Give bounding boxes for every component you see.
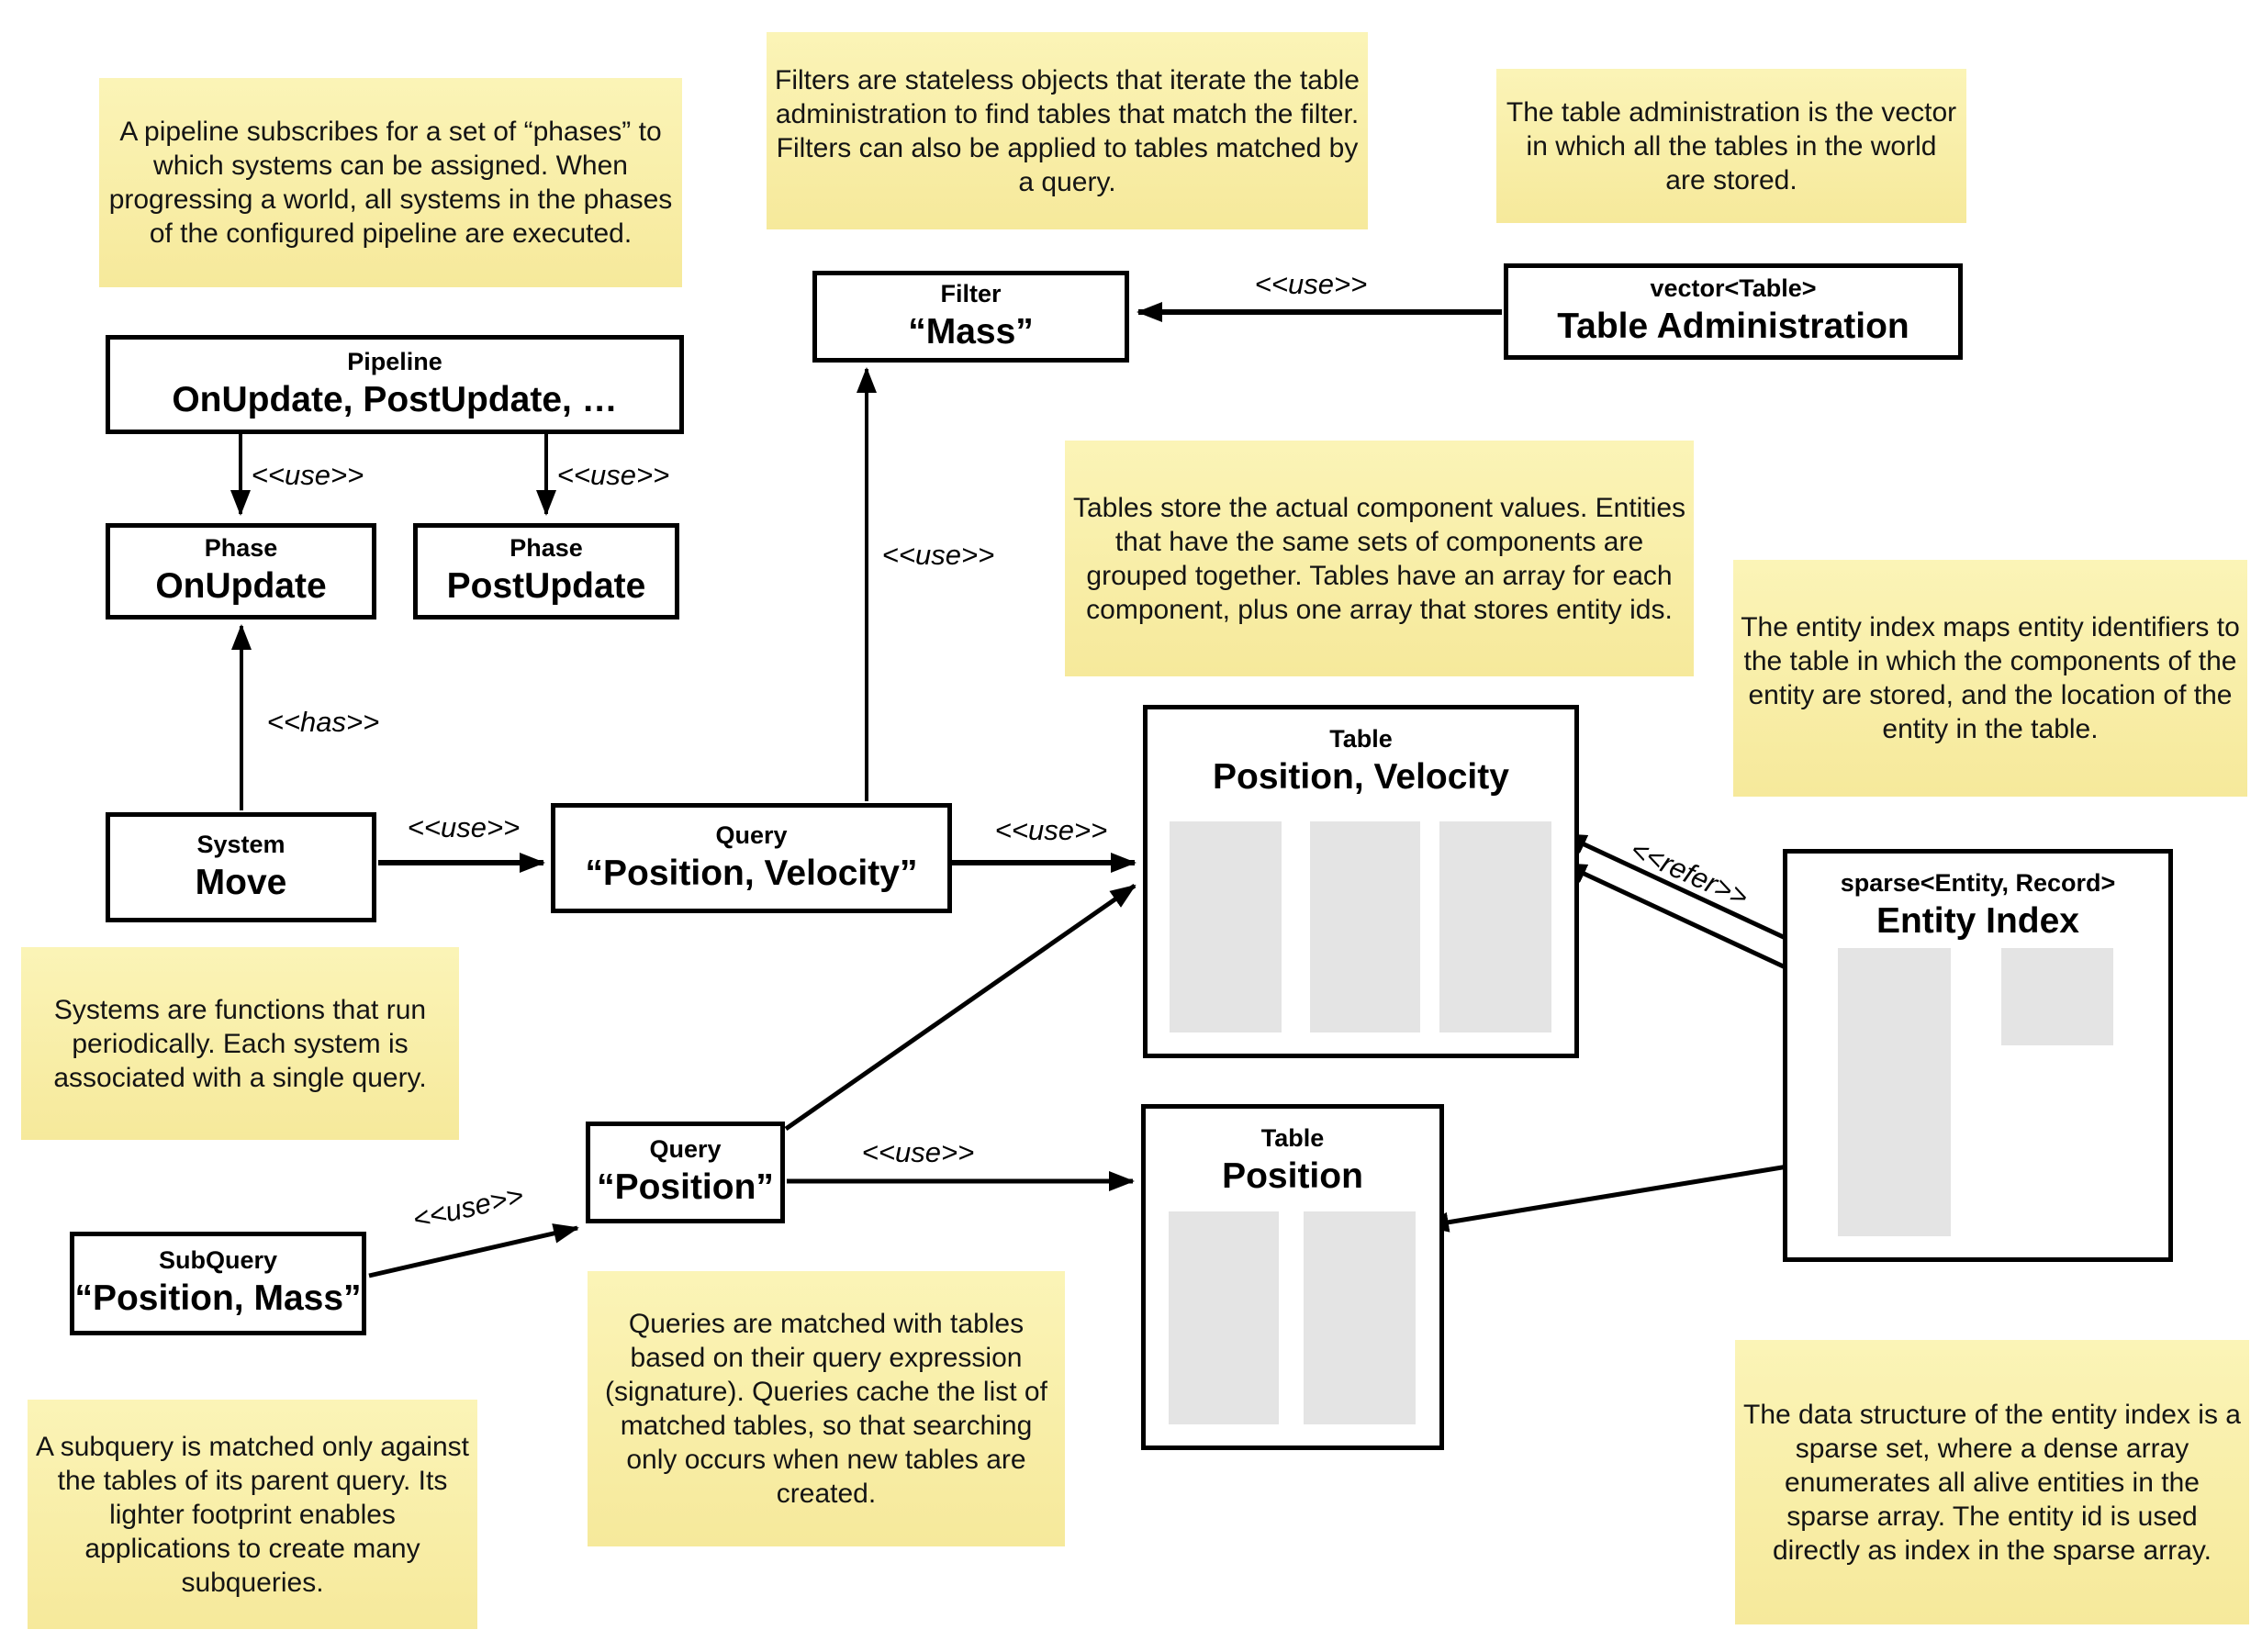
note-table-administration: The table administration is the vector i… <box>1496 69 1966 223</box>
note-sparse-set: The data structure of the entity index i… <box>1735 1340 2249 1624</box>
box-query-position-velocity: Query “Position, Velocity” <box>551 803 952 913</box>
component-array-column <box>1310 821 1420 1032</box>
arrow-subquery-use-querypos <box>368 1223 579 1278</box>
box-phase-onupdate-title: Phase <box>204 534 278 563</box>
note-subquery: A subquery is matched only against the t… <box>28 1400 477 1629</box>
note-systems: Systems are functions that run periodica… <box>21 947 459 1140</box>
note-queries-text: Queries are matched with tables based on… <box>605 1309 1047 1509</box>
label-refer-entityindex-tablepv: <<refer>> <box>1625 832 1753 914</box>
box-filter-mass-title: Filter <box>940 279 1002 307</box>
box-system-move: System Move <box>106 812 376 922</box>
box-query-position: Query “Position” <box>586 1122 785 1223</box>
box-table-position-velocity-name: Position, Velocity <box>1213 756 1509 797</box>
note-pipeline-text: A pipeline subscribes for a set of “phas… <box>108 117 673 249</box>
box-table-position: Table Position <box>1141 1104 1444 1450</box>
component-array-column <box>1169 1211 1279 1424</box>
label-use-querypos-tablepos: <<use>> <box>861 1136 975 1168</box>
note-queries: Queries are matched with tables based on… <box>588 1271 1065 1546</box>
arrow-querypos-to-tablepv <box>784 883 1137 1132</box>
box-phase-onupdate: Phase OnUpdate <box>106 523 376 620</box>
box-subquery-position-mass: SubQuery “Position, Mass” <box>70 1232 366 1335</box>
arrow-entityindex-to-tablepos <box>1423 1155 1839 1233</box>
box-table-position-velocity: Table Position, Velocity <box>1143 705 1579 1058</box>
label-use-subquery-querypos: <<use>> <box>409 1178 527 1236</box>
label-has-system-phase: <<has>> <box>266 706 380 738</box>
box-system-move-name: Move <box>195 862 287 902</box>
dense-array-block <box>2001 948 2113 1045</box>
label-use-admin-filter: <<use>> <box>1254 268 1368 300</box>
box-query-position-velocity-name: “Position, Velocity” <box>585 853 918 893</box>
box-filter-mass-name: “Mass” <box>908 311 1034 352</box>
box-pipeline: Pipeline OnUpdate, PostUpdate, … <box>106 335 684 434</box>
box-pipeline-name: OnUpdate, PostUpdate, … <box>172 379 618 419</box>
note-filters-text: Filters are stateless objects that itera… <box>775 64 1360 197</box>
label-use-querypv-tablepv: <<use>> <box>994 814 1108 846</box>
note-systems-text: Systems are functions that run periodica… <box>53 994 427 1093</box>
box-subquery-position-mass-name: “Position, Mass” <box>74 1278 362 1318</box>
label-use-pipeline-postupdate: <<use>> <box>556 459 670 491</box>
box-pipeline-title: Pipeline <box>347 347 442 375</box>
box-phase-postupdate-title: Phase <box>510 534 583 563</box>
box-entity-index-name: Entity Index <box>1876 900 2080 941</box>
note-sparse-set-text: The data structure of the entity index i… <box>1743 1399 2241 1566</box>
note-tables-text: Tables store the actual component values… <box>1072 492 1686 625</box>
box-table-administration-name: Table Administration <box>1557 307 1909 346</box>
box-phase-onupdate-name: OnUpdate <box>155 566 327 606</box>
box-table-administration-title: vector<Table> <box>1650 274 1817 303</box>
box-filter-mass: Filter “Mass” <box>812 271 1129 363</box>
note-filters: Filters are stateless objects that itera… <box>767 32 1368 229</box>
note-table-administration-text: The table administration is the vector i… <box>1506 96 1957 195</box>
box-subquery-position-mass-title: SubQuery <box>158 1246 278 1275</box>
box-table-position-title: Table <box>1260 1124 1325 1152</box>
note-pipeline: A pipeline subscribes for a set of “phas… <box>99 78 682 287</box>
label-use-move-query: <<use>> <box>407 811 521 843</box>
label-use-query-filter: <<use>> <box>881 539 995 571</box>
component-array-column <box>1304 1211 1416 1424</box>
box-table-position-velocity-title: Table <box>1329 725 1393 753</box>
box-phase-postupdate-name: PostUpdate <box>446 566 646 606</box>
box-table-position-name: Position <box>1222 1155 1363 1196</box>
box-entity-index: sparse<Entity, Record> Entity Index <box>1783 849 2173 1262</box>
box-query-position-velocity-title: Query <box>715 820 788 849</box>
box-query-position-name: “Position” <box>597 1167 774 1207</box>
box-query-position-title: Query <box>649 1135 722 1164</box>
component-array-column <box>1170 821 1282 1032</box>
box-table-administration: vector<Table> Table Administration <box>1504 263 1963 360</box>
label-use-pipeline-onupdate: <<use>> <box>251 459 364 491</box>
note-entity-index: The entity index maps entity identifiers… <box>1733 560 2247 797</box>
note-tables: Tables store the actual component values… <box>1065 441 1694 676</box>
box-phase-postupdate: Phase PostUpdate <box>413 523 679 620</box>
component-array-column <box>1439 821 1551 1032</box>
box-system-move-title: System <box>196 830 286 858</box>
sparse-array-column <box>1838 948 1951 1236</box>
note-entity-index-text: The entity index maps entity identifiers… <box>1741 612 2240 744</box>
note-subquery-text: A subquery is matched only against the t… <box>36 1431 469 1598</box>
box-entity-index-title: sparse<Entity, Record> <box>1840 869 2116 897</box>
